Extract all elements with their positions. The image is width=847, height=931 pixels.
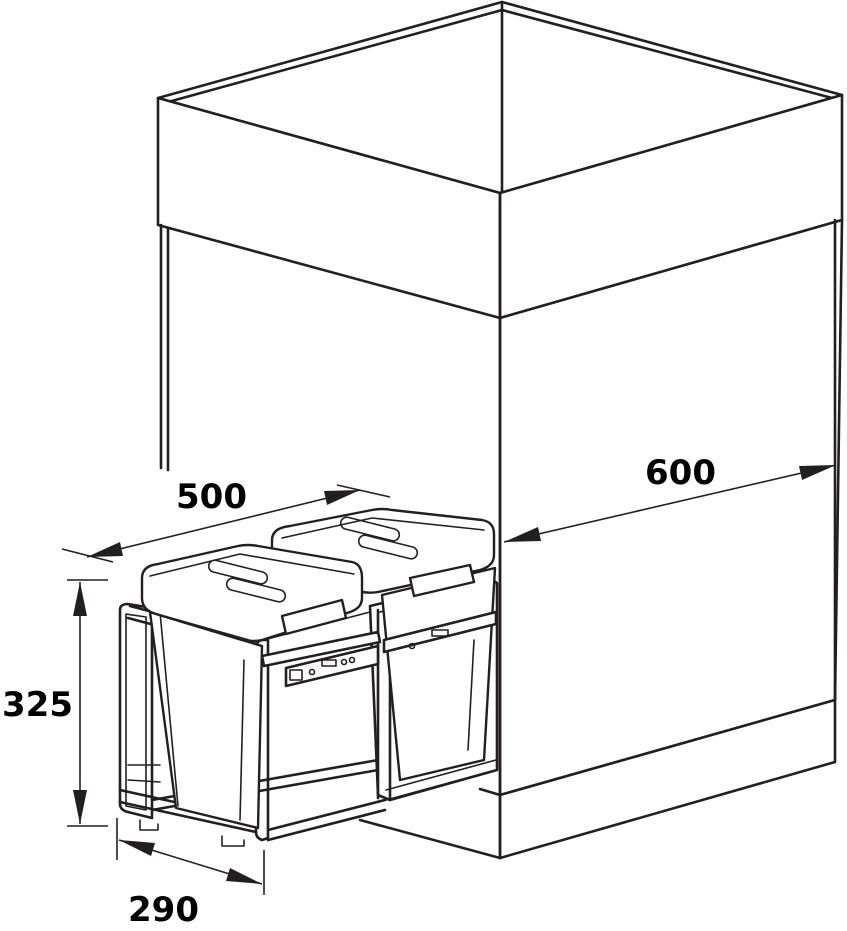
dimension-325: 325: [2, 579, 108, 827]
dimension-600: 600: [503, 453, 837, 543]
dimension-290-label: 290: [128, 890, 199, 930]
dimension-290: 290: [116, 818, 265, 930]
cabinet: [156, 0, 844, 860]
dimension-500-label: 500: [176, 477, 247, 517]
front-bin: [140, 543, 371, 830]
dimension-500: 500: [61, 477, 391, 563]
dimension-600-label: 600: [645, 453, 716, 493]
dimension-325-label: 325: [2, 685, 73, 725]
